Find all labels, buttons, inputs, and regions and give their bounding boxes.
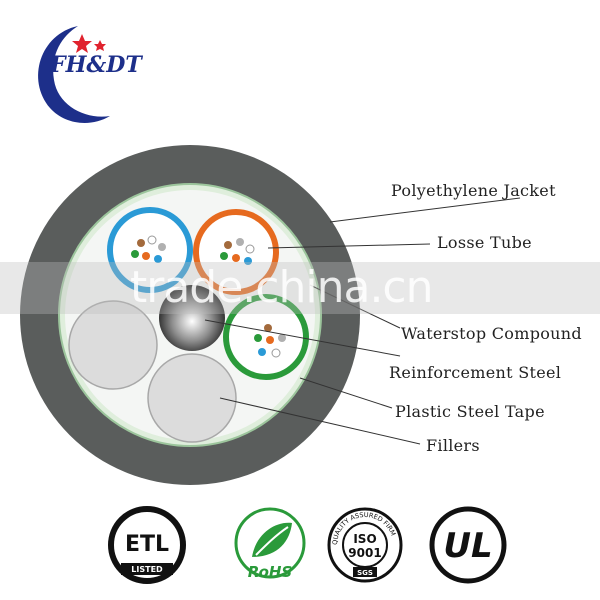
- label-polyethylene-jacket: Polyethylene Jacket: [391, 181, 556, 200]
- leader-lines: [204, 197, 521, 445]
- label-plastic-steel-tape: Plastic Steel Tape: [395, 402, 545, 421]
- brand-logo: [38, 26, 111, 123]
- label-loose-tube: Losse Tube: [437, 233, 532, 252]
- ul-logo-mark: UL: [443, 526, 492, 566]
- reinforcement-steel: [159, 285, 225, 351]
- leader-fillers: [219, 397, 421, 445]
- leader-waterstop: [309, 284, 401, 329]
- ul-logo: UL: [429, 506, 507, 584]
- loose-tube-orange: [193, 209, 279, 295]
- iso-logo-mark: ISO: [353, 532, 376, 546]
- watermark-text: trade.china.cn: [130, 262, 434, 313]
- label-waterstop-compound: Waterstop Compound: [401, 324, 582, 343]
- loose-tube-green: [223, 294, 309, 380]
- label-reinforcement-steel: Reinforcement Steel: [389, 363, 562, 382]
- filler: [68, 300, 158, 390]
- etl-logo-mark: ETL: [125, 532, 169, 557]
- filler: [147, 353, 237, 443]
- leader-loose-tube: [267, 243, 431, 249]
- brand-swoosh: [38, 26, 111, 123]
- leader-reinforcement: [204, 319, 401, 357]
- brand-star-large: [72, 34, 92, 53]
- label-fillers: Fillers: [426, 436, 480, 455]
- watermark-band: [0, 262, 600, 314]
- leader-jacket: [329, 197, 521, 223]
- iso-logo-sgs: SGS: [357, 569, 373, 577]
- rohs-logo: RoHS: [234, 507, 306, 581]
- brand-star-small: [94, 40, 106, 51]
- brand-name: FH&DT: [50, 52, 142, 78]
- leader-steel-tape: [299, 377, 393, 409]
- iso-logo-number: 9001: [348, 546, 381, 560]
- etl-logo: ETL LISTED: [108, 506, 186, 584]
- rohs-logo-mark: RoHS: [248, 563, 292, 581]
- loose-tube-blue: [107, 207, 193, 293]
- iso-logo: QUALITY ASSURED FIRM ISO 9001 SGS: [327, 507, 403, 583]
- etl-logo-listed: LISTED: [131, 565, 163, 574]
